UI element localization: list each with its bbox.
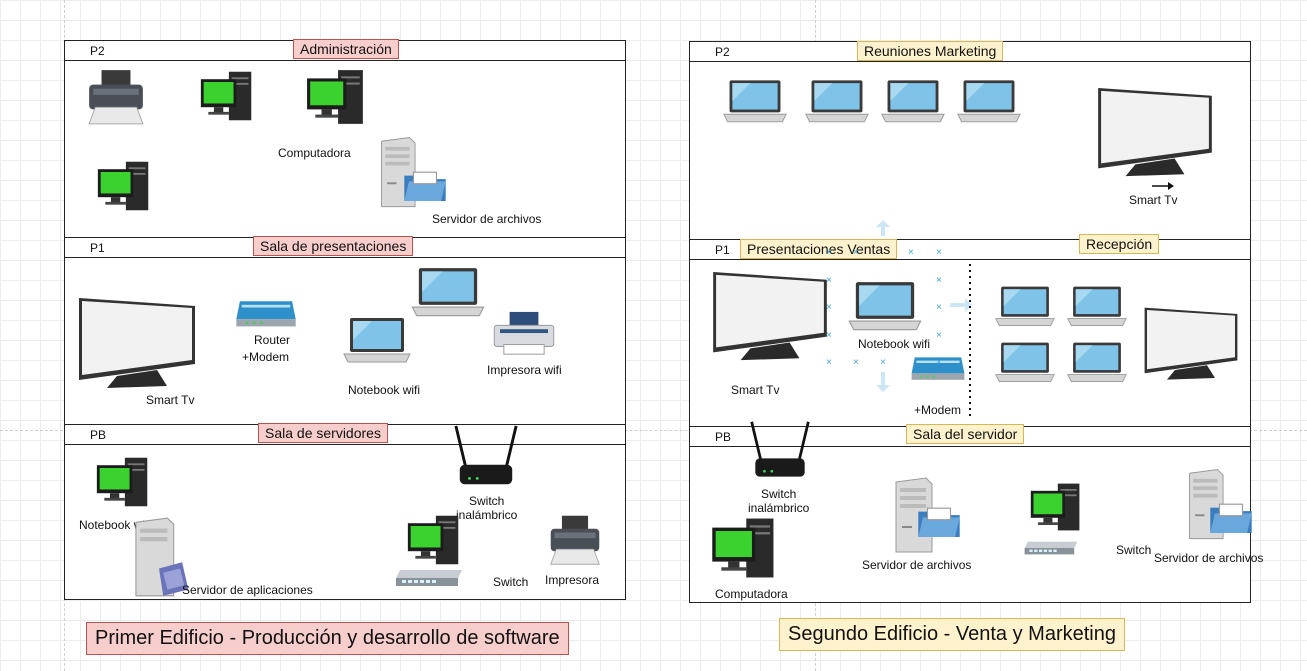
laptop-icon: [880, 78, 946, 126]
printer-icon: [82, 66, 150, 128]
folder-icon: [916, 504, 962, 540]
modem-label: +Modem: [242, 350, 290, 364]
desktop-computer-icon: [708, 514, 780, 582]
notebook-wifi-label: Notebook wifi: [348, 383, 421, 397]
servidor-aplicaciones-label: Servidor de aplicaciones: [182, 583, 313, 597]
arrow-right-icon: [1152, 182, 1174, 190]
room-label-sala-presentaciones: Sala de presentaciones: [253, 236, 414, 256]
arrow-up-icon: [876, 220, 890, 236]
laptop-icon: [846, 280, 924, 334]
switch-label: Switch: [1116, 543, 1152, 557]
folder-icon: [1208, 500, 1254, 536]
desktop-computer-icon: [406, 512, 462, 568]
smart-tv-icon: [1142, 306, 1240, 386]
room-label-reuniones-marketing: Reuniones Marketing: [857, 41, 1004, 61]
switch-inalambrico-label: Switch inalámbrico: [748, 487, 810, 515]
arrow-down-icon: [876, 372, 890, 392]
laptop-icon: [410, 266, 486, 320]
impresora-wifi-label: Impresora wifi: [487, 363, 562, 377]
printer-icon: [546, 512, 604, 568]
floor-code: P2: [715, 45, 730, 59]
desktop-computer-icon: [1028, 480, 1084, 534]
servidor-archivos-2-label: Servidor de archivos: [1154, 551, 1264, 565]
modem-label: +Modem: [914, 403, 962, 417]
smart-tv-icon: [1094, 86, 1216, 184]
wifi-printer-icon: [490, 310, 558, 358]
folder-icon: [402, 168, 448, 204]
network-switch-icon: [394, 568, 464, 588]
smart-tv-label: Smart Tv: [1129, 193, 1178, 207]
room-label-presentaciones-ventas: Presentaciones Ventas: [740, 239, 898, 259]
computadora-label: Computadora: [278, 146, 351, 160]
room-label-administracion: Administración: [293, 39, 399, 59]
notebook-wifi-pb-label: Notebook wifi: [79, 518, 152, 532]
notebook-wifi-label: Notebook wifi: [858, 337, 931, 351]
building-1-title: Primer Edificio - Producción y desarroll…: [86, 622, 569, 655]
smart-tv-label: Smart Tv: [146, 393, 195, 407]
floor-code: P2: [90, 44, 105, 58]
smart-tv-label: Smart Tv: [731, 383, 780, 397]
room-label-sala-servidores: Sala de servidores: [258, 423, 388, 443]
laptop-icon: [722, 78, 788, 126]
laptop-icon: [1066, 284, 1128, 330]
building-2-title: Segundo Edificio - Venta y Marketing: [779, 618, 1125, 651]
wireless-switch-icon: [748, 418, 812, 486]
router-modem-icon: [234, 294, 298, 330]
impresora-label: Impresora: [545, 573, 600, 587]
laptop-icon: [804, 78, 870, 126]
laptop-icon: [956, 78, 1022, 126]
floor-code: P1: [90, 241, 105, 255]
desktop-computer-icon: [304, 66, 368, 128]
partition-dotted-line: [969, 264, 971, 420]
laptop-icon: [342, 316, 412, 366]
desktop-computer-icon: [94, 454, 152, 510]
floor-code: PB: [90, 428, 107, 442]
floor-code: P1: [715, 243, 730, 257]
smart-tv-icon: [710, 270, 830, 368]
router-label: Router: [254, 333, 291, 347]
desktop-computer-icon: [198, 68, 256, 124]
floor-code: PB: [715, 430, 732, 444]
wireless-switch-icon: [452, 424, 520, 492]
network-switch-icon: [1018, 540, 1084, 556]
laptop-icon: [994, 340, 1056, 386]
smart-tv-icon: [76, 296, 198, 396]
switch-inalambrico-label: Switch inalámbrico: [456, 494, 518, 522]
laptop-icon: [1066, 340, 1128, 386]
desktop-computer-icon: [94, 158, 154, 214]
servidor-archivos-label: Servidor de archivos: [862, 558, 972, 572]
computadora-label: Computadora: [715, 587, 788, 601]
laptop-icon: [994, 284, 1056, 330]
arrow-right-icon: [950, 298, 972, 312]
switch-label: Switch: [493, 575, 529, 589]
servidor-archivos-label: Servidor de archivos: [432, 212, 542, 226]
room-label-sala-servidor: Sala del servidor: [906, 424, 1025, 444]
room-label-recepcion: Recepción: [1079, 234, 1160, 254]
